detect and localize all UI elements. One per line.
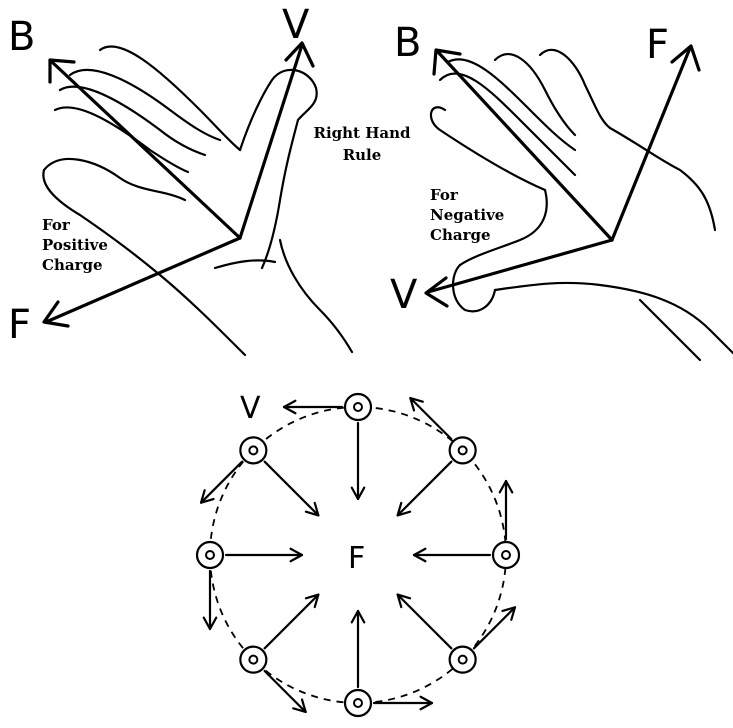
force-arrow	[414, 549, 490, 561]
left-hand-drawing	[43, 46, 352, 355]
charge-symbol	[493, 542, 519, 568]
force-arrow	[226, 549, 302, 561]
charge-symbol	[450, 437, 476, 463]
left-caption-line-1: For	[42, 216, 71, 234]
charge-symbol	[240, 437, 266, 463]
charge-symbol	[197, 542, 223, 568]
velocity-arrow	[474, 607, 515, 648]
force-arrow	[352, 423, 364, 499]
right-caption-line-3: Charge	[430, 226, 491, 244]
charge-symbol	[240, 647, 266, 673]
left-b-vector	[50, 60, 240, 238]
circle-f-label: F	[348, 541, 365, 576]
circular-motion-diagram: V F	[197, 391, 519, 716]
left-caption: For Positive Charge	[42, 216, 108, 274]
right-v-label: V	[390, 272, 418, 318]
right-b-label: B	[394, 20, 421, 66]
force-arrow	[265, 462, 319, 516]
charge-symbol	[345, 690, 371, 716]
velocity-arrow	[204, 571, 216, 629]
center-title: Right Hand Rule	[314, 124, 412, 164]
right-caption: For Negative Charge	[430, 186, 504, 244]
force-arrow	[352, 611, 364, 687]
right-f-label: F	[646, 22, 669, 68]
left-caption-line-2: Positive	[42, 236, 108, 254]
charge-symbol	[345, 394, 371, 420]
force-arrow	[398, 462, 452, 516]
left-b-label: B	[8, 14, 35, 60]
title-line-1: Right Hand	[314, 124, 412, 142]
velocity-arrow	[374, 697, 432, 709]
right-caption-line-1: For	[430, 186, 459, 204]
right-f-vector	[612, 46, 699, 240]
title-line-2: Rule	[343, 146, 382, 164]
left-v-label: V	[282, 2, 310, 48]
circle-v-label: V	[240, 391, 261, 426]
left-caption-line-3: Charge	[42, 256, 103, 274]
charge-symbol	[450, 647, 476, 673]
velocity-arrow	[500, 481, 512, 539]
velocity-arrow	[284, 401, 342, 413]
right-caption-line-2: Negative	[430, 206, 504, 224]
left-f-label: F	[8, 302, 31, 348]
force-arrow	[398, 595, 452, 649]
force-arrow	[265, 595, 319, 649]
right-hand-drawing	[431, 50, 733, 360]
